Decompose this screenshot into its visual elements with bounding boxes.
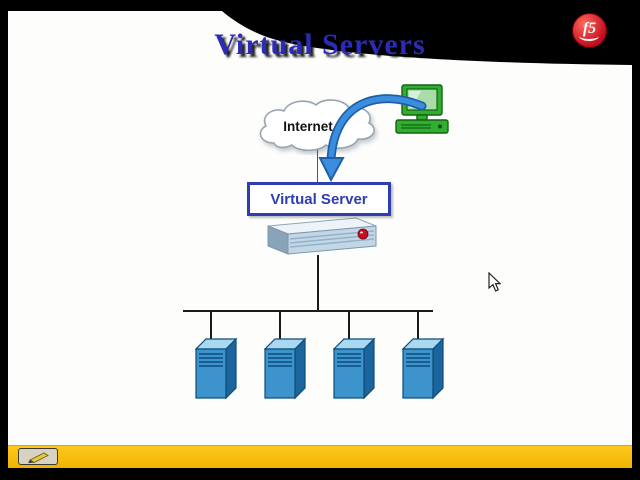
drop-line-2 (279, 310, 281, 340)
connector-appliance-to-bus (317, 255, 319, 311)
bus-line (183, 310, 433, 312)
server-node (194, 336, 239, 400)
drop-line-3 (348, 310, 350, 340)
traffic-arrow-icon (318, 94, 427, 183)
virtual-server-label: Virtual Server (270, 190, 368, 208)
mouse-cursor (488, 272, 501, 292)
server-tower-icon (263, 337, 307, 400)
server-node (401, 336, 446, 400)
server-tower-icon (194, 337, 238, 400)
presentation-slide: f5 Virtual Servers Internet (8, 11, 632, 468)
f5-logo-text: f5 (582, 19, 597, 37)
server-tower-icon (401, 337, 445, 400)
f5-logo: f5 (572, 13, 607, 48)
server-node (332, 336, 377, 400)
pen-tool-button[interactable] (18, 448, 58, 465)
pen-icon (28, 452, 49, 463)
internet-label: Internet (283, 119, 333, 134)
drop-line-4 (417, 310, 419, 340)
virtual-server-box: Virtual Server (247, 182, 391, 216)
swoosh-decoration (222, 11, 632, 65)
bigip-appliance-icon (267, 217, 377, 255)
slide-title: Virtual Servers (214, 28, 426, 61)
server-node (263, 336, 308, 400)
annotation-toolbar (8, 445, 632, 468)
appliance-f5-badge (357, 228, 369, 240)
drop-line-1 (210, 310, 212, 340)
server-tower-icon (332, 337, 376, 400)
connector-cloud-to-box (317, 150, 318, 184)
